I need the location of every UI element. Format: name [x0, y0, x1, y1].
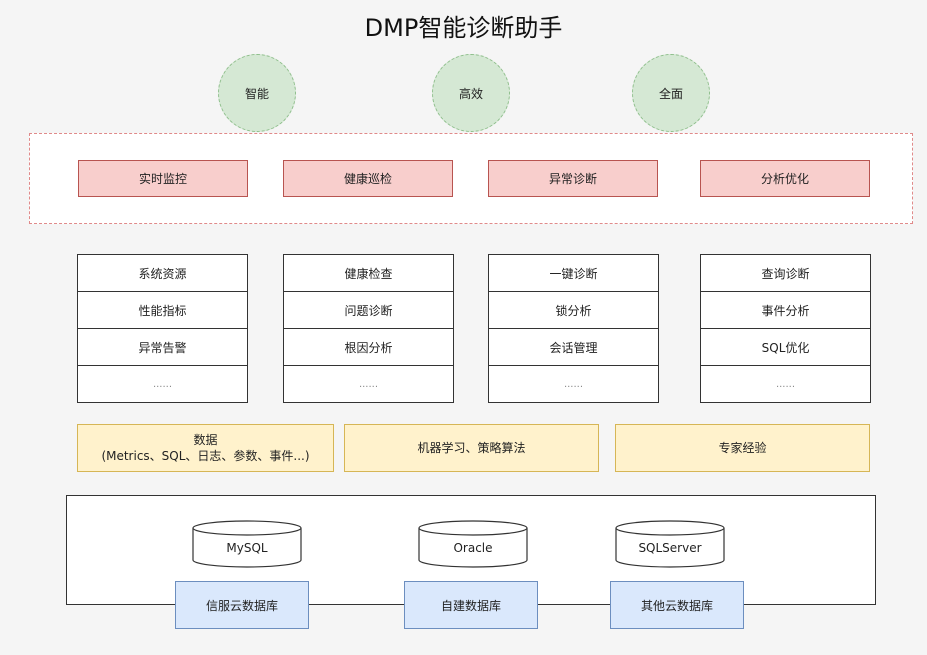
list-item: 会话管理	[489, 329, 658, 366]
list-item: 事件分析	[701, 292, 870, 329]
foundation-ml: 机器学习、策略算法	[344, 424, 599, 472]
capability-list-inspection: 健康检查 问题诊断 根因分析 ......	[283, 254, 454, 403]
list-item: 查询诊断	[701, 255, 870, 292]
list-item: 一键诊断	[489, 255, 658, 292]
database-cylinder-icon	[192, 520, 302, 568]
value-circle-efficient: 高效	[432, 54, 510, 132]
list-item: 根因分析	[284, 329, 453, 366]
feature-health-inspection: 健康巡检	[283, 160, 453, 197]
list-item: 性能指标	[78, 292, 247, 329]
capability-list-diagnosis: 一键诊断 锁分析 会话管理 ......	[488, 254, 659, 403]
deployment-self-built: 自建数据库	[404, 581, 538, 629]
database-oracle: Oracle	[418, 520, 528, 568]
foundation-expert: 专家经验	[615, 424, 870, 472]
feature-realtime-monitoring: 实时监控	[78, 160, 248, 197]
database-label: SQLServer	[638, 541, 702, 555]
database-cylinder-icon	[418, 520, 528, 568]
feature-anomaly-diagnosis: 异常诊断	[488, 160, 658, 197]
value-circle-smart: 智能	[218, 54, 296, 132]
database-label: Oracle	[453, 541, 493, 555]
list-item: 锁分析	[489, 292, 658, 329]
list-item: 健康检查	[284, 255, 453, 292]
feature-analysis-optimization: 分析优化	[700, 160, 870, 197]
database-sqlserver: SQLServer	[615, 520, 725, 568]
capability-list-optimization: 查询诊断 事件分析 SQL优化 ......	[700, 254, 871, 403]
deployment-other-cloud: 其他云数据库	[610, 581, 744, 629]
database-mysql: MySQL	[192, 520, 302, 568]
list-item: ......	[152, 378, 173, 390]
list-item: ......	[563, 378, 584, 390]
list-item: SQL优化	[701, 329, 870, 366]
capability-list-monitoring: 系统资源 性能指标 异常告警 ......	[77, 254, 248, 403]
foundation-data-title: 数据	[193, 433, 218, 447]
foundation-data: 数据 (Metrics、SQL、日志、参数、事件...)	[77, 424, 334, 472]
foundation-data-subtitle: (Metrics、SQL、日志、参数、事件...)	[101, 449, 310, 463]
database-label: MySQL	[226, 541, 268, 555]
database-cylinder-icon	[615, 520, 725, 568]
list-item: 系统资源	[78, 255, 247, 292]
list-item: ......	[358, 378, 379, 390]
deployment-sangfor-cloud: 信服云数据库	[175, 581, 309, 629]
value-circle-comprehensive: 全面	[632, 54, 710, 132]
list-item: ......	[775, 378, 796, 390]
list-item: 问题诊断	[284, 292, 453, 329]
diagram-title: DMP智能诊断助手	[364, 14, 563, 42]
list-item: 异常告警	[78, 329, 247, 366]
